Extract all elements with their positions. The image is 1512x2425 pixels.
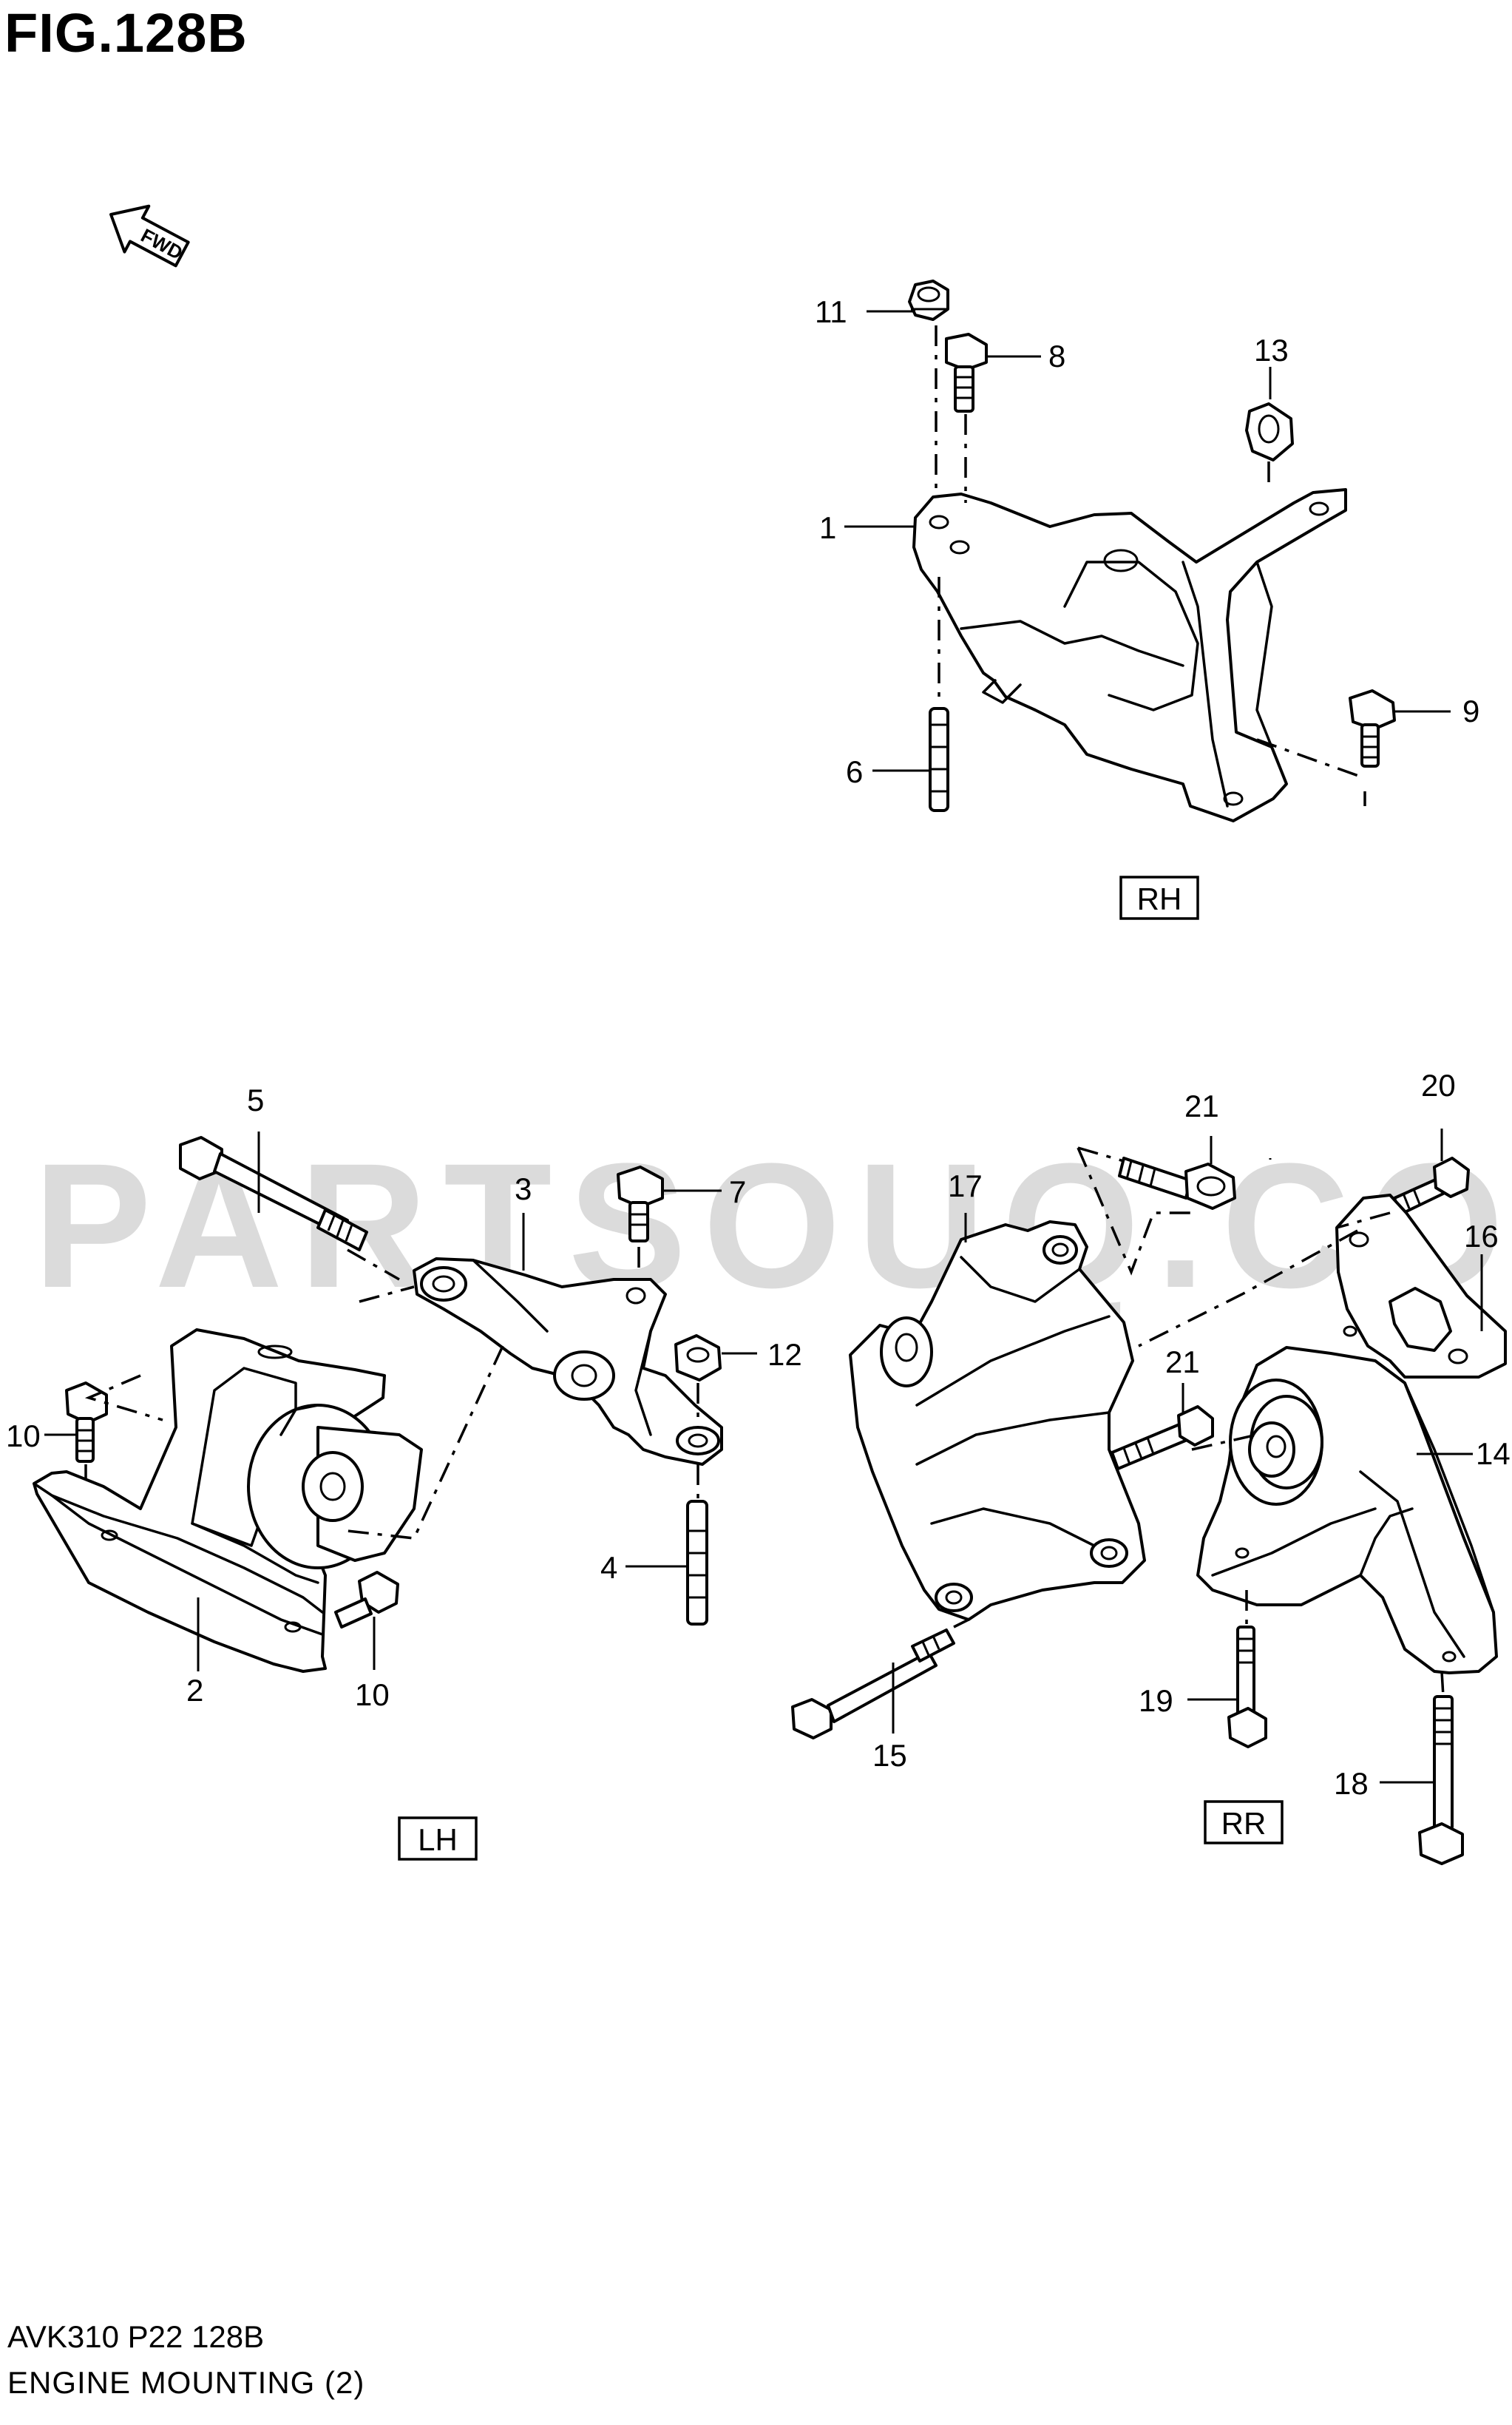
- part-21-bolt-upper[interactable]: [1118, 1157, 1236, 1210]
- rh-group: [908, 280, 1396, 822]
- callout-11: 11: [815, 294, 847, 329]
- part-20-bolt[interactable]: [1393, 1157, 1470, 1216]
- callout-21-lower: 21: [1165, 1345, 1200, 1379]
- tag-lh-label: LH: [418, 1822, 458, 1857]
- part-6-stud[interactable]: [929, 707, 949, 812]
- callout-6: 6: [846, 754, 863, 789]
- callout-8: 8: [1048, 339, 1065, 373]
- part-15-bolt[interactable]: [791, 1628, 955, 1739]
- tag-rr-label: RR: [1221, 1806, 1267, 1841]
- callout-3: 3: [515, 1171, 532, 1206]
- part-10-bolt-lower[interactable]: [334, 1571, 399, 1628]
- callout-13: 13: [1254, 333, 1289, 368]
- tag-rh: RH: [1119, 876, 1199, 920]
- part-8-bolt[interactable]: [945, 333, 988, 413]
- callout-18: 18: [1334, 1766, 1369, 1801]
- callout-14: 14: [1476, 1436, 1511, 1471]
- part-11-nut[interactable]: [908, 280, 949, 321]
- part-14-mount[interactable]: [1196, 1346, 1498, 1674]
- part-21-bolt-lower[interactable]: [1111, 1405, 1214, 1470]
- part-3-bracket[interactable]: [413, 1257, 723, 1466]
- figure-name: ENGINE MOUNTING (2): [7, 2365, 365, 2400]
- rr-group: [791, 1146, 1507, 1865]
- part-2-mount[interactable]: [33, 1328, 423, 1673]
- part-1-bracket[interactable]: [912, 488, 1347, 822]
- callout-10-lower: 10: [355, 1677, 390, 1712]
- leader-lines: [44, 310, 1483, 1784]
- part-16-plate[interactable]: [1335, 1194, 1507, 1379]
- watermark: PARTSOUQ.COM: [33, 1126, 1512, 1325]
- part-9-bolt[interactable]: [1349, 689, 1396, 768]
- callout-2: 2: [186, 1673, 203, 1708]
- callout-7: 7: [729, 1174, 746, 1209]
- tag-lh: LH: [398, 1816, 478, 1861]
- fwd-arrow-icon: FWD: [109, 204, 190, 268]
- callout-labels: 11 8 13 1 9 6 5 3 7 12 10 4 2 10 21 20 1…: [6, 294, 1511, 1801]
- callout-21-upper: 21: [1184, 1089, 1219, 1123]
- part-7-bolt[interactable]: [617, 1166, 664, 1242]
- callout-10-upper: 10: [6, 1418, 41, 1453]
- figure-code: AVK310 P22 128B: [7, 2319, 265, 2354]
- callout-4: 4: [600, 1550, 617, 1585]
- part-18-bolt[interactable]: [1418, 1695, 1464, 1865]
- figure-title: FIG.128B: [4, 2, 248, 64]
- part-19-bolt[interactable]: [1227, 1626, 1267, 1748]
- part-13-nut[interactable]: [1245, 402, 1294, 461]
- callout-12: 12: [767, 1337, 802, 1372]
- callout-20: 20: [1421, 1068, 1456, 1103]
- callout-17: 17: [948, 1168, 983, 1203]
- callout-5: 5: [247, 1083, 264, 1117]
- callout-15: 15: [872, 1738, 907, 1773]
- callout-16: 16: [1464, 1219, 1499, 1254]
- part-5-bolt[interactable]: [179, 1136, 368, 1251]
- part-12-nut[interactable]: [674, 1334, 722, 1381]
- tag-rr: RR: [1204, 1800, 1284, 1844]
- callout-19: 19: [1139, 1683, 1173, 1718]
- part-17-bracket[interactable]: [849, 1220, 1146, 1621]
- part-10-bolt-upper[interactable]: [65, 1381, 108, 1463]
- lh-group: [33, 1136, 723, 1673]
- tag-rh-label: RH: [1137, 882, 1182, 916]
- callout-1: 1: [819, 510, 836, 545]
- callout-9: 9: [1462, 694, 1479, 728]
- part-4-stud[interactable]: [686, 1500, 708, 1626]
